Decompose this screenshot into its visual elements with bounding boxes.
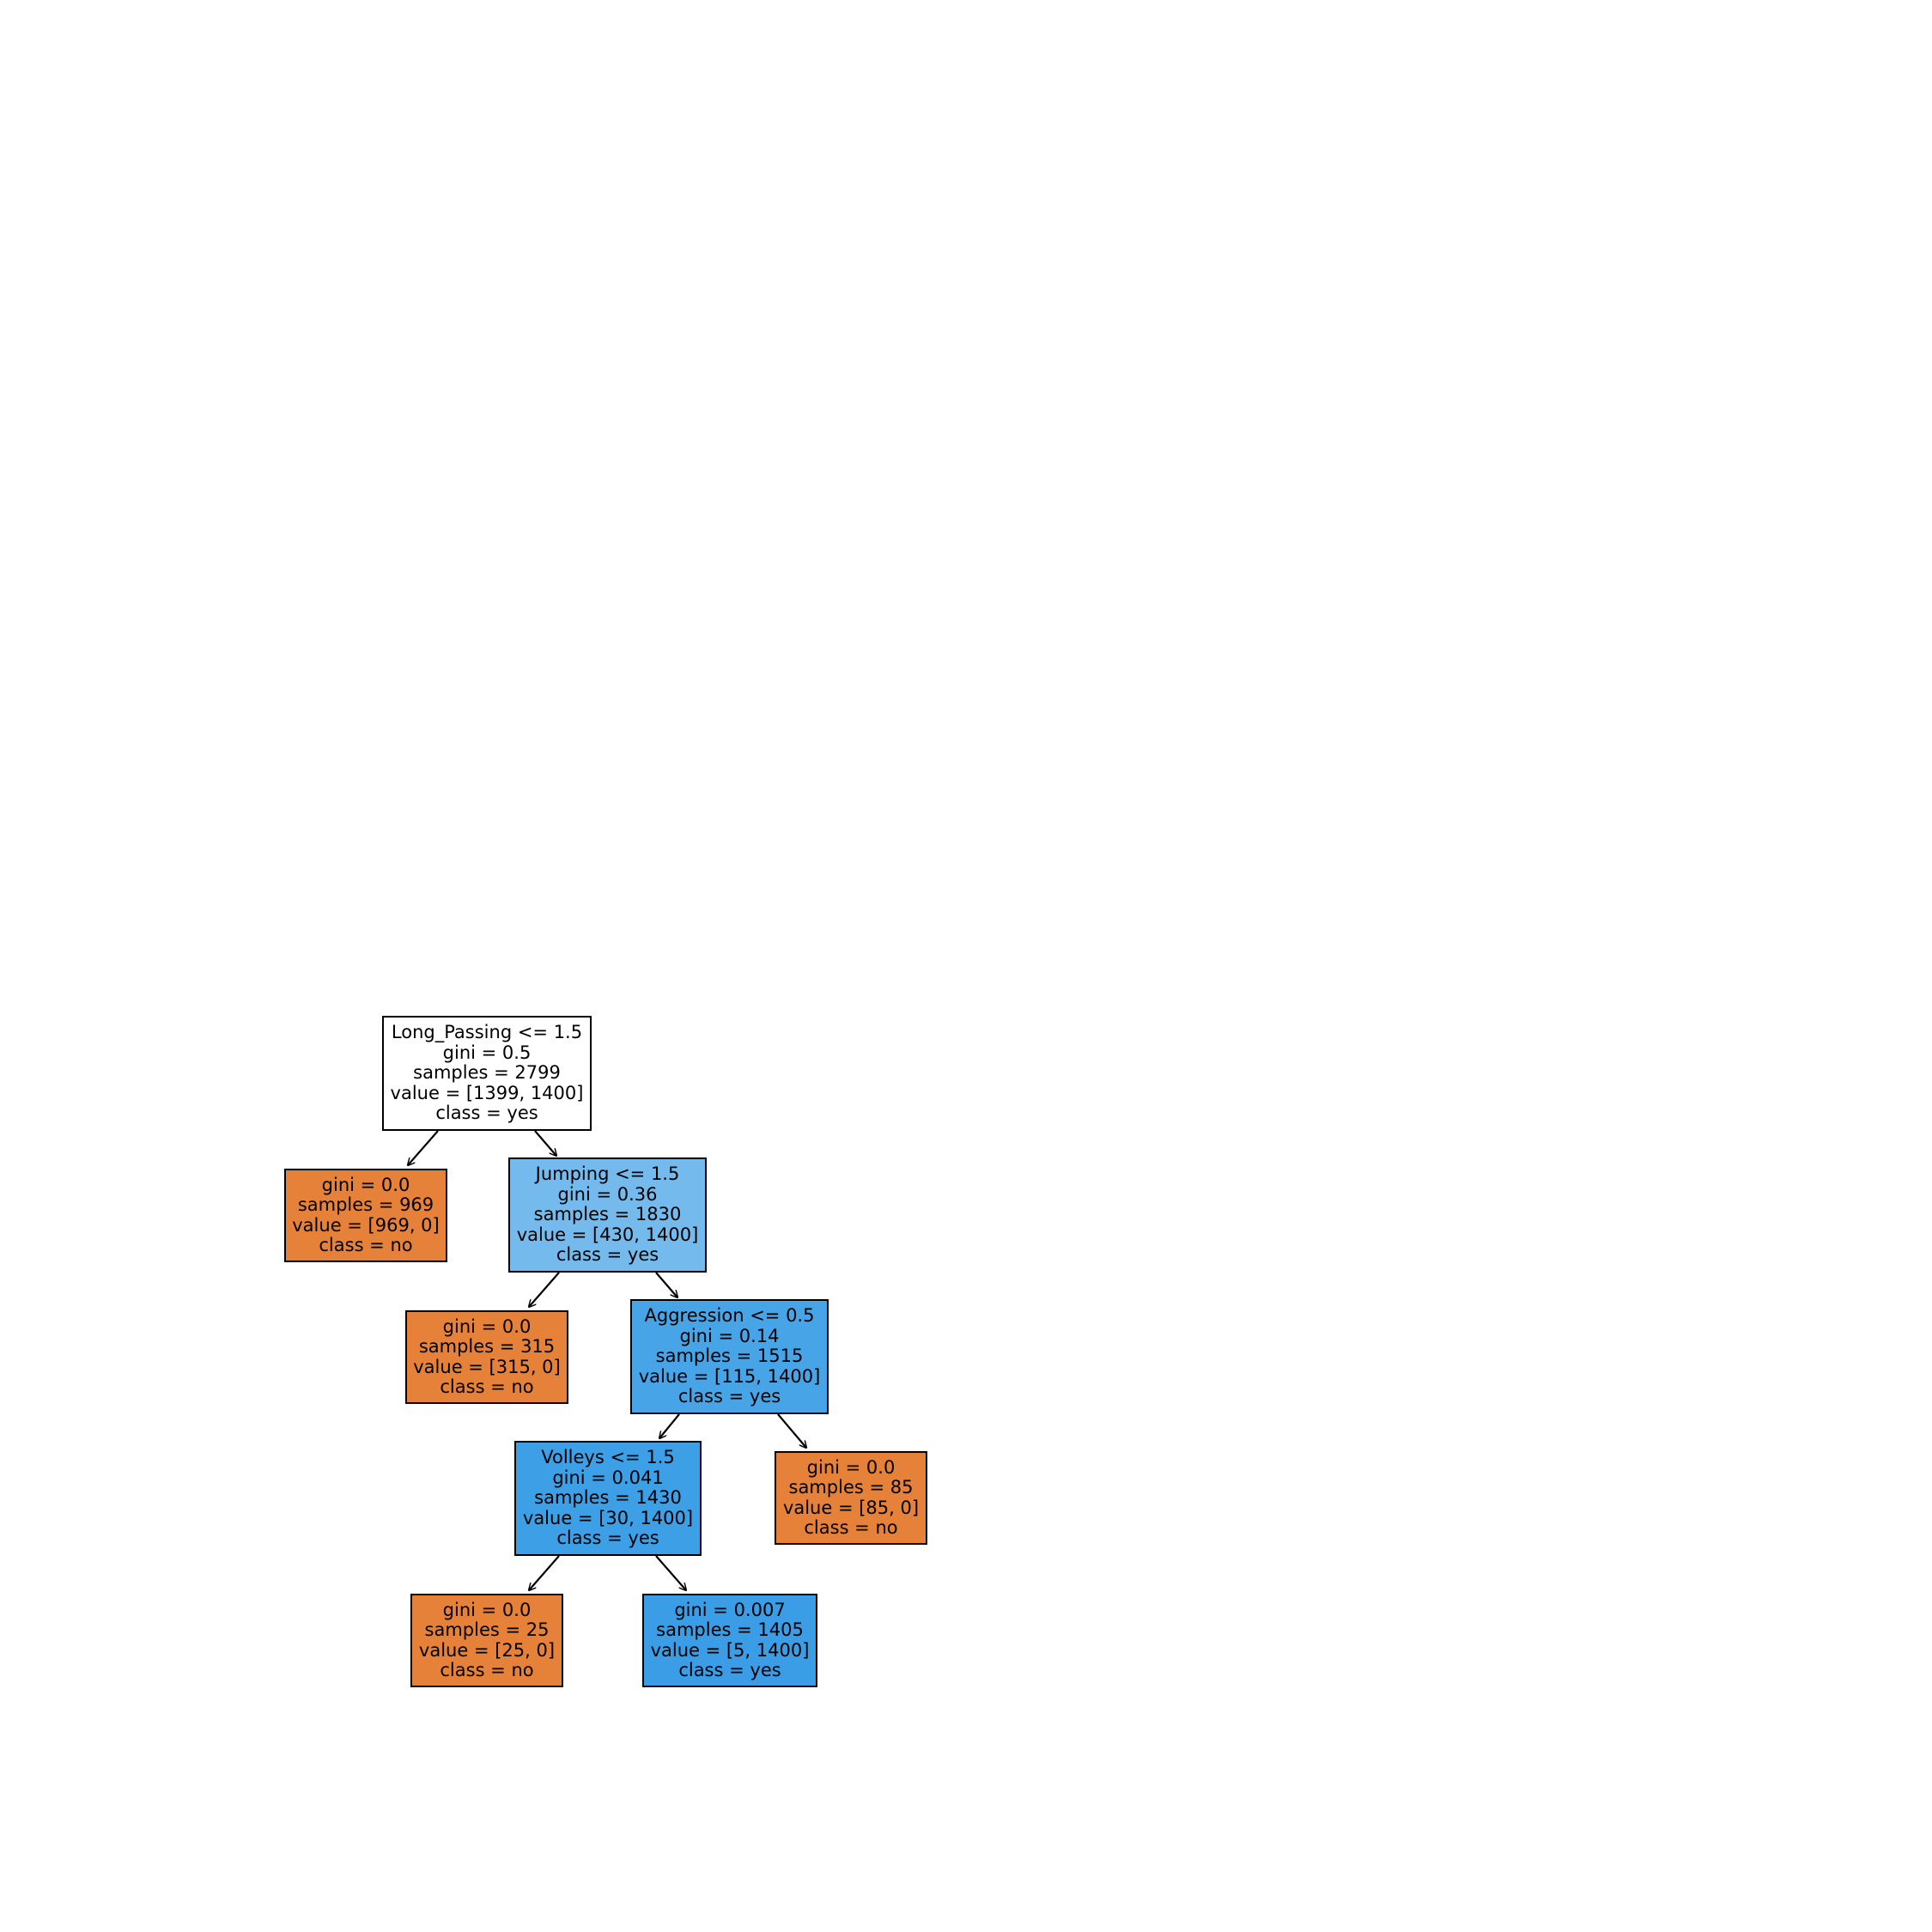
- edge-n2-n3: [529, 1272, 560, 1307]
- node-gini: gini = 0.36: [557, 1183, 658, 1205]
- node-samples: samples = 1405: [656, 1619, 804, 1640]
- node-class: class = no: [804, 1517, 898, 1538]
- node-value: value = [315, 0]: [413, 1356, 561, 1377]
- node-samples: samples = 315: [418, 1336, 556, 1357]
- node-class: class = no: [319, 1235, 413, 1255]
- edge-n2-n4: [655, 1272, 677, 1297]
- node-samples: samples = 969: [297, 1194, 434, 1215]
- node-split: Aggression <= 0.5: [644, 1305, 815, 1327]
- node-value: value = [30, 1400]: [522, 1507, 694, 1528]
- edge-n0-n1: [408, 1130, 439, 1165]
- node-gini: gini = 0.007: [674, 1599, 786, 1620]
- node-class: class = yes: [556, 1528, 659, 1549]
- node-samples: samples = 2799: [413, 1062, 561, 1084]
- node-samples: samples = 1515: [655, 1346, 804, 1367]
- node-gini: gini = 0.0: [442, 1315, 532, 1337]
- node-value: value = [1399, 1400]: [390, 1082, 584, 1103]
- node-class: class = yes: [435, 1103, 538, 1124]
- edge-n4-n5: [659, 1413, 680, 1438]
- node-class: class = yes: [556, 1244, 659, 1266]
- node-value: value = [430, 1400]: [516, 1224, 699, 1245]
- node-gini: gini = 0.0: [321, 1174, 410, 1195]
- edge-n0-n2: [534, 1130, 556, 1156]
- node-samples: samples = 1830: [533, 1204, 682, 1225]
- edge-n5-n8: [655, 1555, 686, 1590]
- tree-node-leaf-3: gini = 0.0 samples = 315 value = [315, 0…: [405, 1310, 568, 1404]
- edge-n5-n7: [529, 1555, 560, 1590]
- node-value: value = [85, 0]: [782, 1497, 920, 1518]
- tree-node-root: Long_Passing <= 1.5 gini = 0.5 samples =…: [382, 1016, 592, 1131]
- node-split: Jumping <= 1.5: [535, 1163, 680, 1185]
- node-class: class = yes: [677, 1386, 781, 1407]
- tree-node-leaf-6: gini = 0.0 samples = 85 value = [85, 0] …: [775, 1451, 927, 1545]
- node-class: class = yes: [678, 1660, 781, 1680]
- node-value: value = [5, 1400]: [650, 1639, 810, 1661]
- node-gini: gini = 0.14: [679, 1325, 780, 1346]
- tree-node-aggression: Aggression <= 0.5 gini = 0.14 samples = …: [630, 1299, 829, 1414]
- tree-node-volleys: Volleys <= 1.5 gini = 0.041 samples = 14…: [514, 1441, 702, 1556]
- node-samples: samples = 25: [424, 1619, 550, 1640]
- tree-node-leaf-7: gini = 0.0 samples = 25 value = [25, 0] …: [410, 1594, 563, 1687]
- node-gini: gini = 0.5: [442, 1042, 532, 1063]
- node-class: class = no: [440, 1376, 534, 1397]
- node-gini: gini = 0.0: [806, 1456, 896, 1478]
- node-gini: gini = 0.0: [442, 1599, 532, 1620]
- node-value: value = [969, 0]: [292, 1214, 440, 1236]
- tree-node-jumping: Jumping <= 1.5 gini = 0.36 samples = 183…: [508, 1157, 707, 1273]
- tree-node-leaf-8: gini = 0.007 samples = 1405 value = [5, …: [642, 1594, 817, 1687]
- node-split: Long_Passing <= 1.5: [391, 1022, 583, 1043]
- tree-node-leaf-1: gini = 0.0 samples = 969 value = [969, 0…: [284, 1169, 447, 1262]
- edge-n4-n6: [777, 1413, 806, 1448]
- node-samples: samples = 85: [788, 1477, 914, 1498]
- node-value: value = [115, 1400]: [638, 1365, 821, 1387]
- node-value: value = [25, 0]: [418, 1639, 556, 1661]
- node-gini: gini = 0.041: [552, 1467, 664, 1488]
- node-split: Volleys <= 1.5: [541, 1447, 675, 1468]
- node-class: class = no: [440, 1660, 534, 1680]
- node-samples: samples = 1430: [534, 1487, 682, 1509]
